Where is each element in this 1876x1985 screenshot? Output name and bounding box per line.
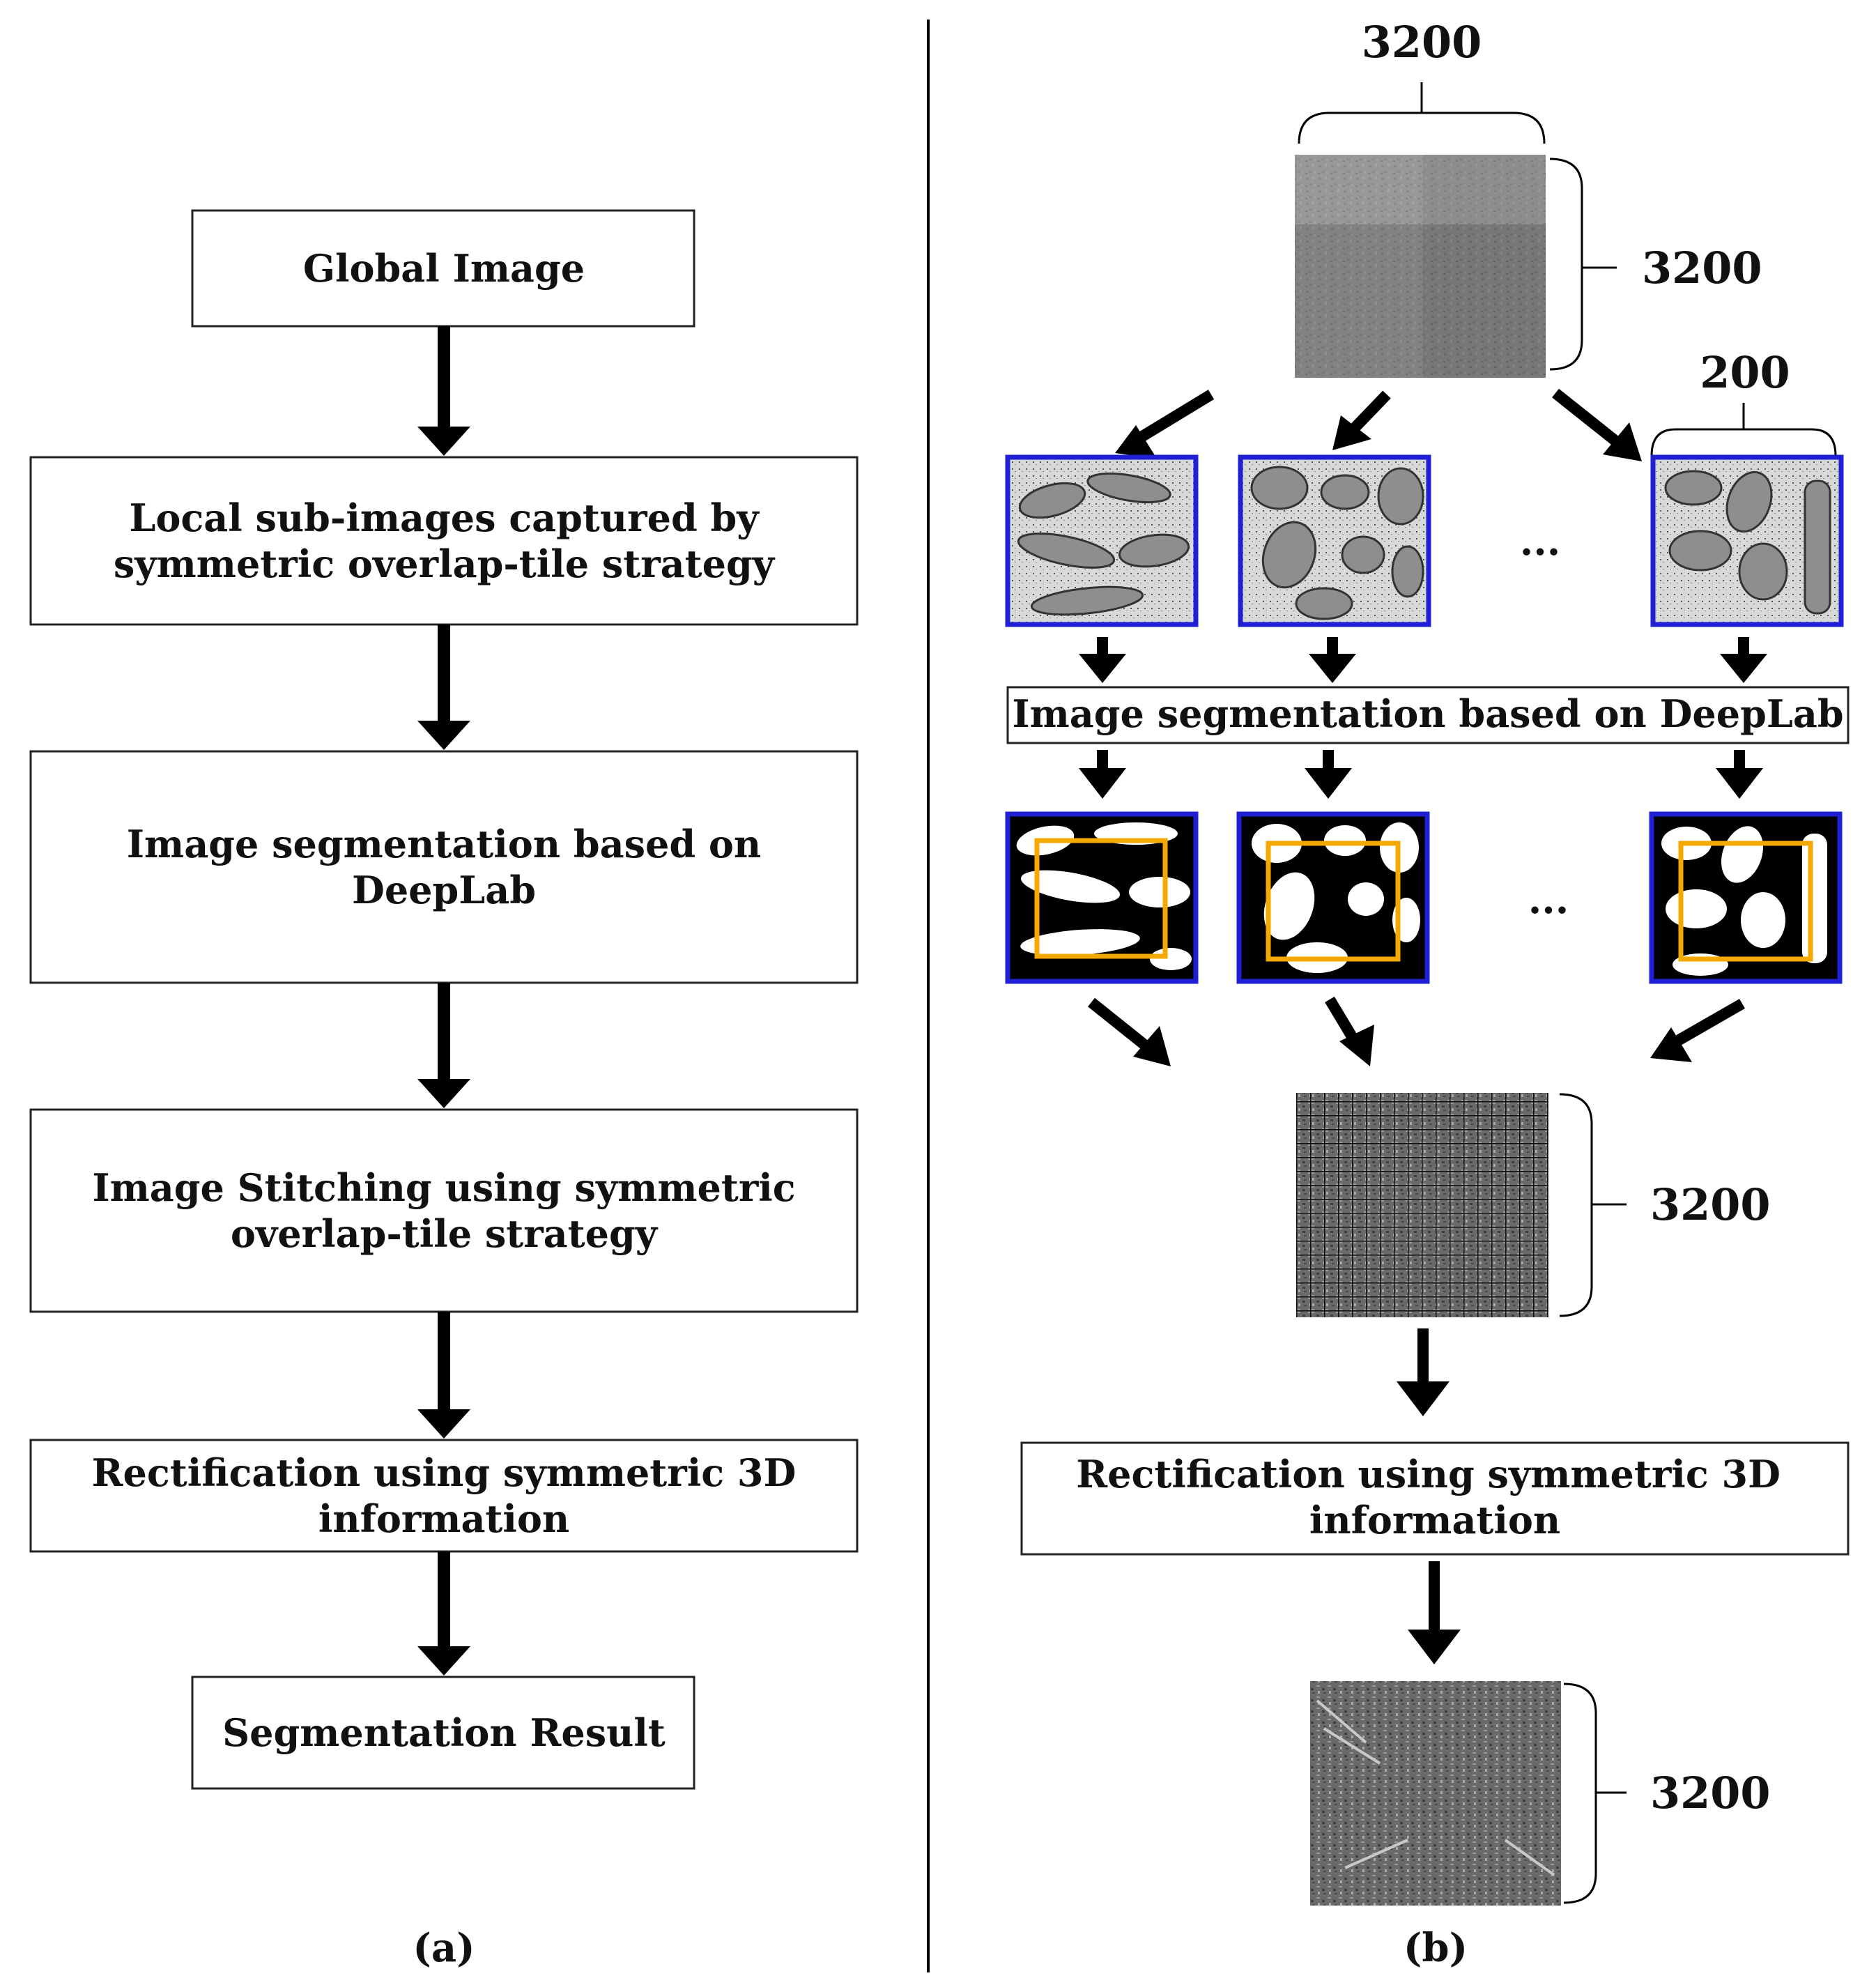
tile-size-brace <box>1650 428 1837 457</box>
split-arrows <box>1115 388 1642 461</box>
arrow-down-n <box>1720 637 1767 683</box>
arrow-to-result <box>1408 1561 1461 1664</box>
rectification-box-b-text: Rectification using symmetric 3D informa… <box>1076 1452 1793 1542</box>
arrow-to-tile-2 <box>1332 390 1391 450</box>
arrow-down-mask-2 <box>1305 750 1352 799</box>
flow-arrow-4 <box>417 1312 470 1439</box>
masks-ellipsis: ... <box>1528 877 1569 923</box>
arrow-down-1 <box>1079 637 1126 683</box>
global-width-label: 3200 <box>1362 17 1482 68</box>
arrow-down-2 <box>1309 637 1356 683</box>
result-size-label: 3200 <box>1650 1768 1771 1818</box>
crop-region-2 <box>1266 841 1401 962</box>
flow-step-4: Image Stitching using symmetricoverlap-t… <box>29 1108 859 1313</box>
flow-arrow-3 <box>417 983 470 1108</box>
segmentation-box <box>1006 686 1850 744</box>
flow-step-text: Local sub-images captured by <box>129 496 760 540</box>
flow-step-box <box>29 1439 859 1553</box>
sub-image-tile-2 <box>1238 454 1431 627</box>
panel-b-pipeline: 3200 3200 200 <box>1005 17 1850 1971</box>
arrow-to-rectification <box>1397 1328 1450 1416</box>
arrow-down-mask-n <box>1716 750 1763 799</box>
segmented-tile-2 <box>1236 811 1430 984</box>
panel-a-label: (a) <box>413 1925 475 1971</box>
flow-step-1: Global Image <box>191 209 695 328</box>
arrow-merge-1 <box>1088 997 1171 1066</box>
flow-step-box <box>29 750 859 984</box>
flow-step-text: DeepLab <box>352 868 536 912</box>
flow-step-5: Rectification using symmetric 3Dinformat… <box>29 1439 859 1553</box>
sub-image-tile-n <box>1650 454 1844 627</box>
global-height-label: 3200 <box>1642 243 1762 293</box>
segmented-tile-n <box>1649 811 1843 984</box>
flow-step-text: symmetric overlap-tile strategy <box>114 542 776 586</box>
flow-step-text: information <box>318 1496 569 1541</box>
flow-step-text: Segmentation Result <box>222 1710 666 1755</box>
flow-step-text: Global Image <box>303 246 585 291</box>
flow-step-text: overlap-tile strategy <box>231 1211 659 1256</box>
flow-step-text: Rectification using symmetric 3D <box>92 1450 797 1495</box>
crop-region-1 <box>1034 838 1168 959</box>
segmented-tile-1 <box>1005 811 1199 984</box>
flow-arrow-1 <box>417 326 470 456</box>
arrow-to-tile-n <box>1552 388 1642 461</box>
crop-region-n <box>1678 841 1813 962</box>
arrow-merge-2 <box>1325 996 1374 1066</box>
sub-image-tile-1 <box>1005 454 1199 627</box>
height-brace <box>1549 158 1583 371</box>
flow-step-6: Segmentation Result <box>191 1676 695 1790</box>
stitched-size-label: 3200 <box>1650 1179 1771 1230</box>
flow-arrow-5 <box>417 1551 470 1676</box>
stitched-brace <box>1559 1093 1593 1317</box>
flow-arrow-2 <box>417 624 470 750</box>
tile-size-label: 200 <box>1700 347 1790 398</box>
tile-to-segmentation-arrows <box>1079 637 1767 683</box>
arrow-merge-n <box>1650 999 1745 1062</box>
flow-step-box <box>191 1676 695 1790</box>
result-image <box>1310 1681 1561 1906</box>
rectification-b-line-1: Rectification using symmetric 3D <box>1076 1452 1781 1496</box>
flow-step-text: Image Stitching using symmetric <box>92 1165 795 1210</box>
rectification-b-line-2: information <box>1309 1498 1560 1542</box>
segmentation-to-mask-arrows <box>1079 750 1763 799</box>
flow-step-text: Image segmentation based on <box>127 822 761 866</box>
tiles-ellipsis: ... <box>1520 519 1561 565</box>
arrow-down-mask-1 <box>1079 750 1126 799</box>
flow-step-box <box>29 1108 859 1313</box>
global-image <box>1295 155 1546 378</box>
stitched-image <box>1296 1093 1548 1317</box>
width-brace <box>1298 112 1546 144</box>
segmentation-box-text: Image segmentation based on DeepLab <box>1012 691 1843 736</box>
rectification-box-b <box>1020 1441 1850 1556</box>
flow-step-box <box>29 456 859 626</box>
arrow-to-tile-1 <box>1115 390 1215 459</box>
result-brace <box>1563 1683 1597 1904</box>
merge-arrows <box>1088 996 1745 1066</box>
panel-b-label: (b) <box>1404 1925 1468 1971</box>
